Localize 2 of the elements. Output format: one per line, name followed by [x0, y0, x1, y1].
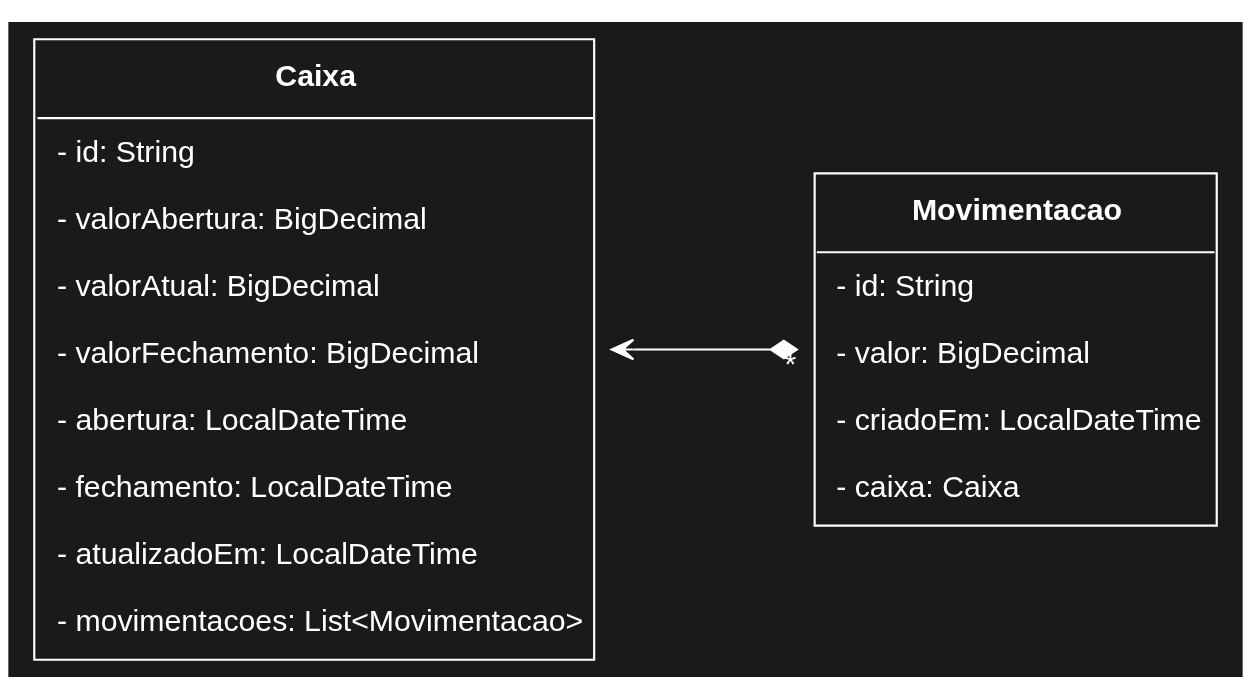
arrow: [610, 338, 799, 361]
edge-label: *: [784, 346, 797, 380]
